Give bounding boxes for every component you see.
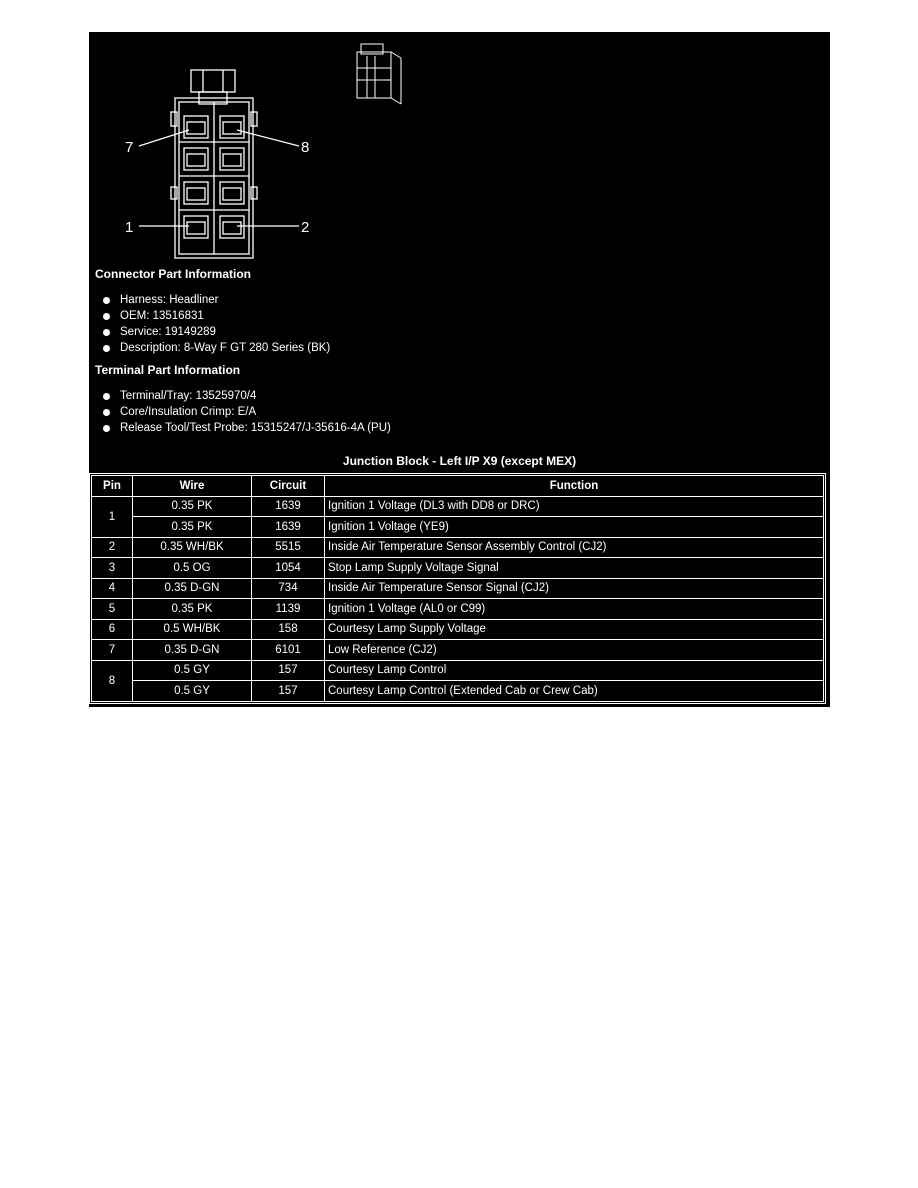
bullet-icon bbox=[103, 424, 110, 432]
cell-wire: 0.35 WH/BK bbox=[132, 536, 252, 558]
cell-circuit: 5515 bbox=[251, 536, 325, 558]
list-item: Core/Insulation Crimp: E/A bbox=[103, 404, 391, 420]
bullet-icon bbox=[103, 296, 110, 304]
cell-pin: 4 bbox=[91, 577, 133, 599]
bullet-icon bbox=[103, 408, 110, 416]
cell-wire: 0.35 PK bbox=[132, 598, 252, 620]
table-row: 7 0.35 D-GN 6101 Low Reference (CJ2) bbox=[91, 639, 824, 661]
connector-thumbnail bbox=[356, 43, 402, 105]
cell-wire: 0.35 D-GN bbox=[132, 577, 252, 599]
cell-function: Inside Air Temperature Sensor Assembly C… bbox=[324, 536, 824, 558]
table-row: 2 0.35 WH/BK 5515 Inside Air Temperature… bbox=[91, 536, 824, 558]
table-row: 5 0.35 PK 1139 Ignition 1 Voltage (AL0 o… bbox=[91, 598, 824, 620]
terminal-info-list: Terminal/Tray: 13525970/4 Core/Insulatio… bbox=[103, 388, 391, 436]
list-item: OEM: 13516831 bbox=[103, 308, 330, 324]
cell-pin: 1 bbox=[91, 495, 133, 538]
pin-label-7: 7 bbox=[125, 139, 133, 156]
cell-pin: 8 bbox=[91, 659, 133, 702]
cell-circuit: 734 bbox=[251, 577, 325, 599]
list-item: Terminal/Tray: 13525970/4 bbox=[103, 388, 391, 404]
header-circuit: Circuit bbox=[251, 475, 325, 497]
document-panel: 7 8 1 2 Connector Part Information Harne… bbox=[89, 32, 830, 707]
cell-circuit: 1139 bbox=[251, 598, 325, 620]
header-wire: Wire bbox=[132, 475, 252, 497]
bullet-icon bbox=[103, 328, 110, 336]
table-row: 1 0.35 PK 1639 Ignition 1 Voltage (DL3 w… bbox=[91, 495, 824, 538]
cell-circuit: 1054 bbox=[251, 557, 325, 579]
header-function: Function bbox=[324, 475, 824, 497]
cell-wire: 0.35 PK bbox=[132, 516, 252, 538]
table-title: Junction Block - Left I/P X9 (except MEX… bbox=[342, 454, 577, 468]
list-item: Service: 19149289 bbox=[103, 324, 330, 340]
pin-label-1: 1 bbox=[125, 219, 133, 236]
cell-function: Ignition 1 Voltage (YE9) bbox=[324, 516, 824, 538]
cell-wire: 0.35 D-GN bbox=[132, 639, 252, 661]
bullet-icon bbox=[103, 392, 110, 400]
cell-circuit: 158 bbox=[251, 618, 325, 640]
terminal-section-title: Terminal Part Information bbox=[95, 363, 241, 377]
cell-wire: 0.5 GY bbox=[132, 659, 252, 681]
pin-label-2: 2 bbox=[301, 219, 309, 236]
table-row: 4 0.35 D-GN 734 Inside Air Temperature S… bbox=[91, 577, 824, 599]
cell-wire: 0.5 GY bbox=[132, 680, 252, 702]
cell-function: Ignition 1 Voltage (AL0 or C99) bbox=[324, 598, 824, 620]
cell-function: Inside Air Temperature Sensor Signal (CJ… bbox=[324, 577, 824, 599]
bullet-icon bbox=[103, 344, 110, 352]
pin-label-8: 8 bbox=[301, 139, 309, 156]
connector-diagram: 7 8 1 2 bbox=[125, 43, 402, 259]
cell-circuit: 157 bbox=[251, 680, 325, 702]
list-item: Release Tool/Test Probe: 15315247/J-3561… bbox=[103, 420, 391, 436]
list-item: Harness: Headliner bbox=[103, 292, 330, 308]
table-row: 8 0.5 GY 157 Courtesy Lamp Control bbox=[91, 659, 824, 702]
cell-circuit: 6101 bbox=[251, 639, 325, 661]
connector-face-view bbox=[138, 69, 300, 259]
cell-function: Courtesy Lamp Control bbox=[324, 659, 824, 681]
cell-pin: 5 bbox=[91, 598, 133, 620]
connector-section-title: Connector Part Information bbox=[95, 267, 252, 281]
pin-table: Pin Wire Circuit Function 1 0.35 PK 1639… bbox=[91, 475, 824, 702]
cell-function: Courtesy Lamp Supply Voltage bbox=[324, 618, 824, 640]
cell-wire: 0.5 WH/BK bbox=[132, 618, 252, 640]
cell-function: Stop Lamp Supply Voltage Signal bbox=[324, 557, 824, 579]
table-row: 0.5 GY 157 Courtesy Lamp Control (Extend… bbox=[92, 680, 824, 702]
cell-circuit: 1639 bbox=[251, 516, 325, 538]
cell-wire: 0.5 OG bbox=[132, 557, 252, 579]
table-header-row: Pin Wire Circuit Function bbox=[91, 475, 824, 497]
table-row: 0.35 PK 1639 Ignition 1 Voltage (YE9) bbox=[92, 516, 824, 538]
table-row: 3 0.5 OG 1054 Stop Lamp Supply Voltage S… bbox=[91, 557, 824, 579]
cell-pin: 3 bbox=[91, 557, 133, 579]
cell-function: Low Reference (CJ2) bbox=[324, 639, 824, 661]
list-item: Description: 8-Way F GT 280 Series (BK) bbox=[103, 340, 330, 356]
header-pin: Pin bbox=[91, 475, 133, 497]
cell-pin: 2 bbox=[91, 536, 133, 558]
connector-info-list: Harness: Headliner OEM: 13516831 Service… bbox=[103, 292, 330, 356]
cell-pin: 7 bbox=[91, 639, 133, 661]
cell-circuit: 157 bbox=[251, 659, 325, 681]
bullet-icon bbox=[103, 312, 110, 320]
cell-circuit: 1639 bbox=[251, 495, 325, 517]
cell-wire: 0.35 PK bbox=[132, 495, 252, 517]
cell-function: Courtesy Lamp Control (Extended Cab or C… bbox=[324, 680, 824, 702]
cell-function: Ignition 1 Voltage (DL3 with DD8 or DRC) bbox=[324, 495, 824, 517]
cell-pin: 6 bbox=[91, 618, 133, 640]
table-row: 6 0.5 WH/BK 158 Courtesy Lamp Supply Vol… bbox=[91, 618, 824, 640]
